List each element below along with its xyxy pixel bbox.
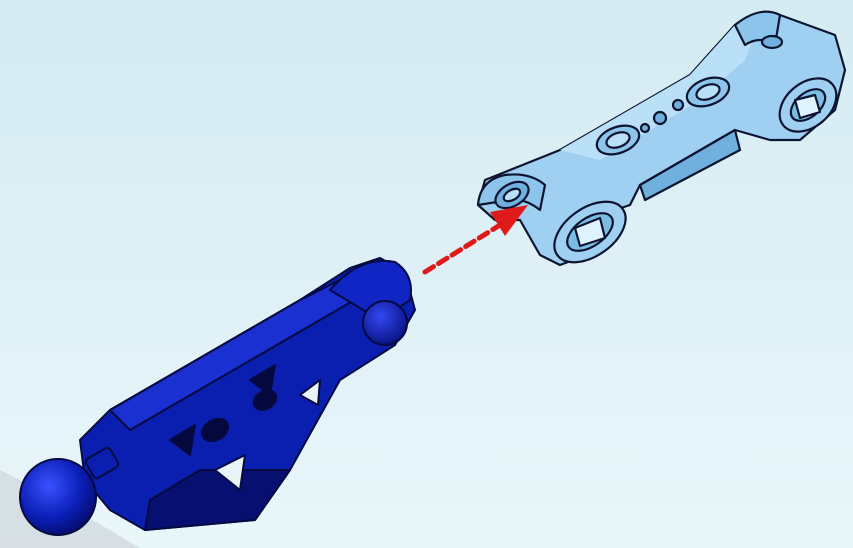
lower-ball xyxy=(20,459,96,535)
upper-ball xyxy=(363,301,407,345)
